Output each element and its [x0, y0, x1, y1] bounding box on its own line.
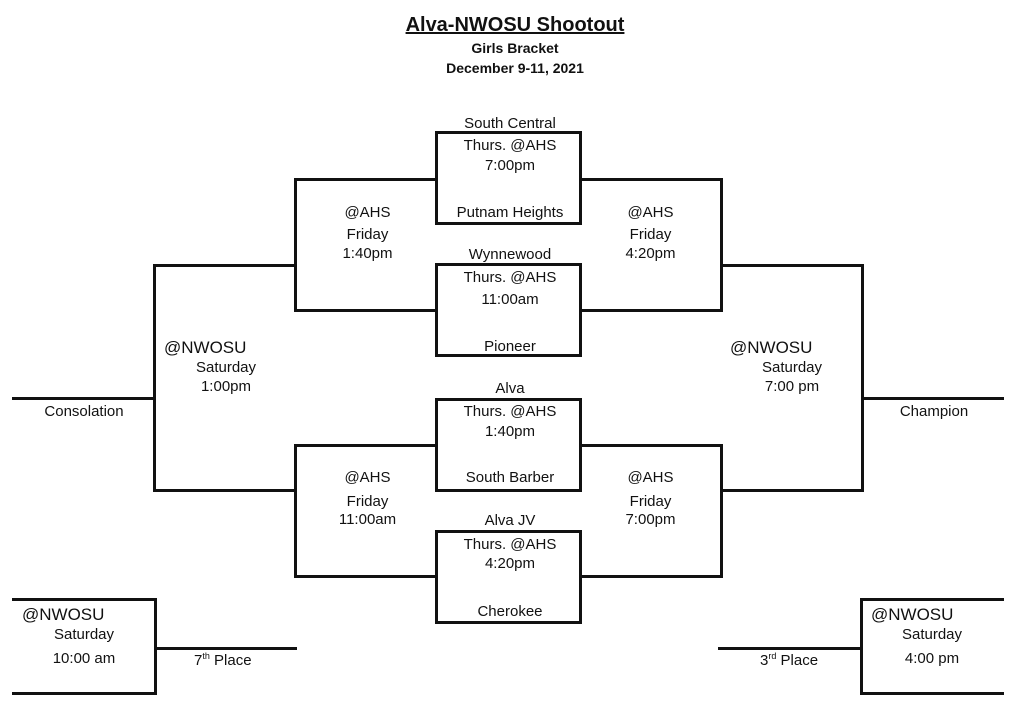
- championship-final-time: 7:00 pm: [764, 378, 820, 395]
- consolation-final-time: 1:00pm: [200, 378, 252, 395]
- game-4-time: 4:20pm: [484, 555, 536, 572]
- consolation-semi-top-day: Friday: [346, 226, 389, 243]
- consolation-semi-top-site: @AHS: [344, 204, 391, 221]
- seventh-place-label: 7th Place: [194, 652, 252, 670]
- championship-semi-bottom-time: 7:00pm: [625, 511, 676, 528]
- game-2-time: 11:00am: [481, 291, 539, 308]
- game-3-bottom-team: South Barber: [465, 469, 555, 486]
- bracket-subtitle: Girls Bracket: [471, 40, 559, 56]
- third-place-day: Saturday: [901, 626, 963, 643]
- bracket-title: Alva-NWOSU Shootout: [405, 14, 625, 36]
- third-place-label: 3rd Place: [760, 652, 818, 670]
- bracket-dates: December 9-11, 2021: [446, 60, 584, 76]
- consolation-final-day: Saturday: [195, 359, 257, 376]
- consolation-semi-bottom-day: Friday: [346, 493, 389, 510]
- championship-semi-top-site: @AHS: [627, 204, 674, 221]
- consolation-semi-top-time: 1:40pm: [342, 245, 393, 262]
- consolation-label: Consolation: [44, 403, 124, 420]
- seventh-place-label-text: Place: [209, 652, 252, 669]
- championship-semi-bottom-day: Friday: [629, 493, 672, 510]
- third-place-site: @NWOSU: [871, 605, 954, 624]
- seventh-place-label-number: 7: [194, 652, 203, 669]
- consolation-semi-bottom-time: 11:00am: [338, 511, 397, 528]
- third-place-label-number: 3: [760, 652, 769, 669]
- game-2-top-team: Wynnewood: [468, 246, 552, 263]
- game-4-day-site: Thurs. @AHS: [463, 536, 557, 553]
- game-3-top-team: Alva: [495, 380, 525, 397]
- championship-final-day: Saturday: [761, 359, 823, 376]
- game-1-time: 7:00pm: [484, 157, 536, 174]
- game-3-time: 1:40pm: [484, 423, 536, 440]
- championship-semi-top-day: Friday: [629, 226, 672, 243]
- third-place-label-text: Place: [776, 652, 819, 669]
- championship-final-site: @NWOSU: [730, 338, 813, 357]
- game-2-bottom-team: Pioneer: [484, 338, 536, 355]
- third-place-label-suffix: rd: [768, 651, 777, 661]
- championship-semi-bottom-site: @AHS: [627, 469, 674, 486]
- game-3-day-site: Thurs. @AHS: [463, 403, 557, 420]
- game-4-bottom-team: Cherokee: [477, 603, 543, 620]
- third-place-time: 4:00 pm: [904, 650, 960, 667]
- champion-label: Champion: [899, 403, 969, 420]
- game-2-day-site: Thurs. @AHS: [463, 269, 557, 286]
- seventh-place-day: Saturday: [53, 626, 115, 643]
- consolation-final-site: @NWOSU: [164, 338, 247, 357]
- game-1-day-site: Thurs. @AHS: [463, 137, 557, 154]
- seventh-place-label-suffix: th: [202, 651, 210, 661]
- game-4-top-team: Alva JV: [484, 512, 536, 529]
- seventh-place-time: 10:00 am: [52, 650, 116, 667]
- championship-semi-top-time: 4:20pm: [625, 245, 676, 262]
- consolation-semi-bottom-site: @AHS: [344, 469, 391, 486]
- game-1-top-team: South Central: [464, 115, 556, 132]
- game-1-bottom-team: Putnam Heights: [456, 204, 564, 221]
- seventh-place-site: @NWOSU: [22, 605, 105, 624]
